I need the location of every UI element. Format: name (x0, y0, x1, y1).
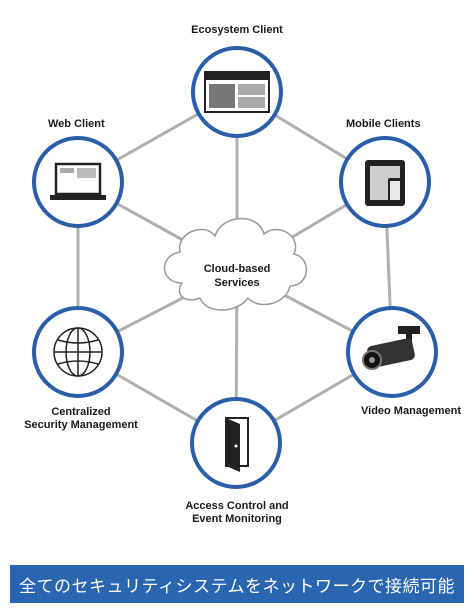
browser-window-icon (204, 71, 270, 113)
door-icon (225, 417, 249, 472)
label-access-control: Access Control and Event Monitoring (185, 500, 288, 526)
caption-banner: 全てのセキュリティシステムをネットワークで接続可能 (10, 565, 464, 603)
label-video-management: Video Management (361, 405, 462, 417)
cloud-label: Cloud-based Services (204, 262, 271, 290)
label-centralized-security: Centralized Security Management (24, 406, 138, 432)
node-ecosystem-client (191, 46, 283, 138)
label-access-control-line2: Event Monitoring (192, 513, 282, 525)
laptop-icon (50, 162, 106, 200)
node-mobile-clients (339, 136, 431, 228)
label-centralized-security-line1: Centralized (51, 406, 111, 418)
label-web-client: Web Client (48, 118, 105, 130)
label-access-control-line1: Access Control and (185, 500, 289, 512)
cloud-label-line2: Services (214, 277, 260, 289)
label-mobile-clients: Mobile Clients (346, 118, 421, 130)
cloud-shape (163, 217, 308, 311)
cloud-label-line1: Cloud-based (203, 263, 271, 275)
node-centralized-security (32, 306, 124, 398)
globe-icon (53, 327, 103, 377)
network-diagram (32, 46, 438, 489)
label-ecosystem-client: Ecosystem Client (191, 24, 283, 36)
node-web-client (32, 136, 124, 228)
node-access-control (190, 397, 282, 489)
tablet-phone-icon (365, 160, 405, 206)
label-centralized-security-line2: Security Management (24, 419, 138, 431)
caption-text: 全てのセキュリティシステムをネットワークで接続可能 (19, 576, 455, 597)
node-video-management (346, 306, 438, 398)
security-camera-icon (362, 326, 420, 370)
